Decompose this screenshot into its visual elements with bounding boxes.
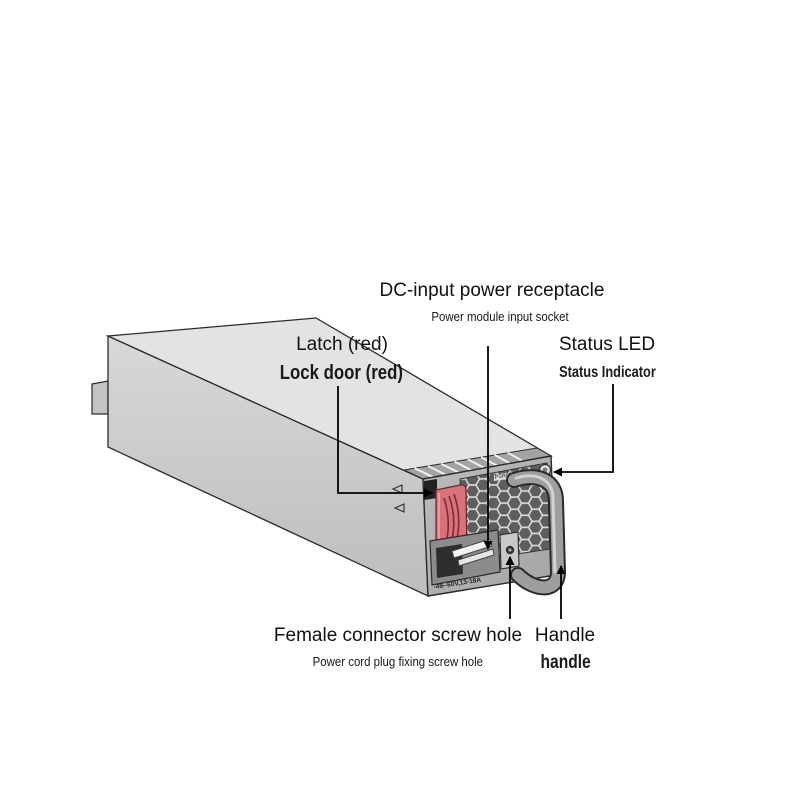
handle-subtitle-text: handle xyxy=(540,652,592,673)
status-led-title: Status LED xyxy=(558,334,656,355)
screw-hole-title: Female connector screw hole xyxy=(273,625,523,646)
screw-hole-subtitle-text: Power cord plug fixing screw hole xyxy=(312,654,484,669)
callout-line-status-led xyxy=(553,384,614,477)
side-marking-icon xyxy=(393,503,405,513)
dc-input-subtitle: Power module input socket xyxy=(350,309,650,325)
dc-input-subtitle-text: Power module input socket xyxy=(431,309,569,324)
callout-lines xyxy=(337,346,614,619)
side-marking-icon xyxy=(391,484,403,494)
dc-input-title: DC-input power receptacle xyxy=(379,280,605,301)
back-mounting-tab xyxy=(91,380,109,415)
callout-line-latch xyxy=(337,386,433,498)
handle-title: Handle xyxy=(534,625,596,646)
status-led-subtitle: Status Indicator xyxy=(457,365,757,381)
dc-input-receptacle xyxy=(429,529,501,586)
latch-housing xyxy=(424,479,437,500)
screw-hole-subtitle: Power cord plug fixing screw hole xyxy=(248,654,548,670)
status-led-subtitle-text: Status Indicator xyxy=(558,364,656,381)
power-plug-rod xyxy=(457,548,495,567)
latch-subtitle: Lock door (red) xyxy=(191,363,491,383)
latch-title: Latch (red) xyxy=(296,334,388,355)
handle-subtitle: handle xyxy=(416,653,716,672)
handle xyxy=(506,469,567,596)
latch-subtitle-text: Lock door (red) xyxy=(279,362,403,384)
